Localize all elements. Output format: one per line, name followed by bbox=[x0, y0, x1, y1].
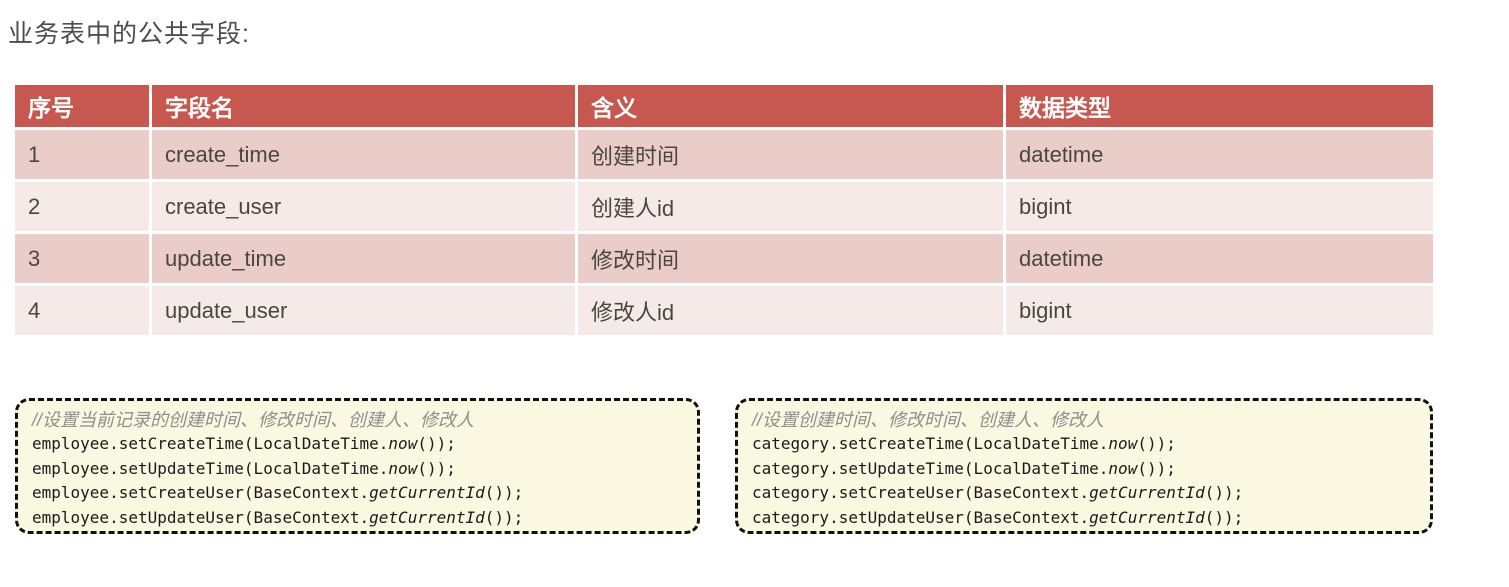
table-cell: 创建时间 bbox=[575, 127, 1006, 182]
code-line: category.setUpdateTime(LocalDateTime.now… bbox=[752, 458, 1176, 478]
table-cell: bigint bbox=[1003, 283, 1436, 338]
table-cell: 修改人id bbox=[575, 283, 1006, 338]
table-cell: 创建人id bbox=[575, 179, 1006, 234]
table-cell: create_user bbox=[149, 179, 578, 234]
code-comment: //设置创建时间、修改时间、创建人、修改人 bbox=[752, 410, 1104, 430]
table-cell: create_time bbox=[149, 127, 578, 182]
code-line: employee.setCreateUser(BaseContext.getCu… bbox=[32, 483, 524, 502]
category-code-box: //设置创建时间、修改时间、创建人、修改人 category.setCreateT… bbox=[735, 398, 1433, 534]
table-cell: 2 bbox=[12, 179, 152, 234]
table-cell: 修改时间 bbox=[575, 231, 1006, 286]
code-comment: //设置当前记录的创建时间、修改时间、创建人、修改人 bbox=[32, 410, 474, 430]
code-line: category.setCreateTime(LocalDateTime.now… bbox=[752, 434, 1176, 453]
code-line: category.setCreateUser(BaseContext.getCu… bbox=[752, 483, 1244, 502]
table-cell: bigint bbox=[1003, 179, 1436, 234]
code-line: employee.setUpdateUser(BaseContext.getCu… bbox=[32, 507, 524, 527]
table-cell: 3 bbox=[12, 231, 152, 286]
table-cell: datetime bbox=[1003, 127, 1436, 182]
table-cell: 1 bbox=[12, 127, 152, 182]
code-line: category.setUpdateUser(BaseContext.getCu… bbox=[752, 507, 1244, 527]
table-cell: update_user bbox=[149, 283, 578, 338]
code-line: employee.setUpdateTime(LocalDateTime.now… bbox=[32, 458, 456, 478]
page-title: 业务表中的公共字段: bbox=[8, 20, 250, 48]
table-cell: 4 bbox=[12, 283, 152, 338]
table-header-row: 序号字段名含义数据类型 bbox=[12, 82, 1436, 130]
table-cell: datetime bbox=[1003, 231, 1436, 286]
table-cell: update_time bbox=[149, 231, 578, 286]
column-header-1: 字段名 bbox=[149, 82, 578, 130]
employee-code-box: //设置当前记录的创建时间、修改时间、创建人、修改人 employee.setCr… bbox=[15, 398, 700, 534]
column-header-3: 数据类型 bbox=[1003, 82, 1436, 130]
code-line: employee.setCreateTime(LocalDateTime.now… bbox=[32, 434, 456, 453]
column-header-0: 序号 bbox=[12, 82, 152, 130]
column-header-2: 含义 bbox=[575, 82, 1006, 130]
